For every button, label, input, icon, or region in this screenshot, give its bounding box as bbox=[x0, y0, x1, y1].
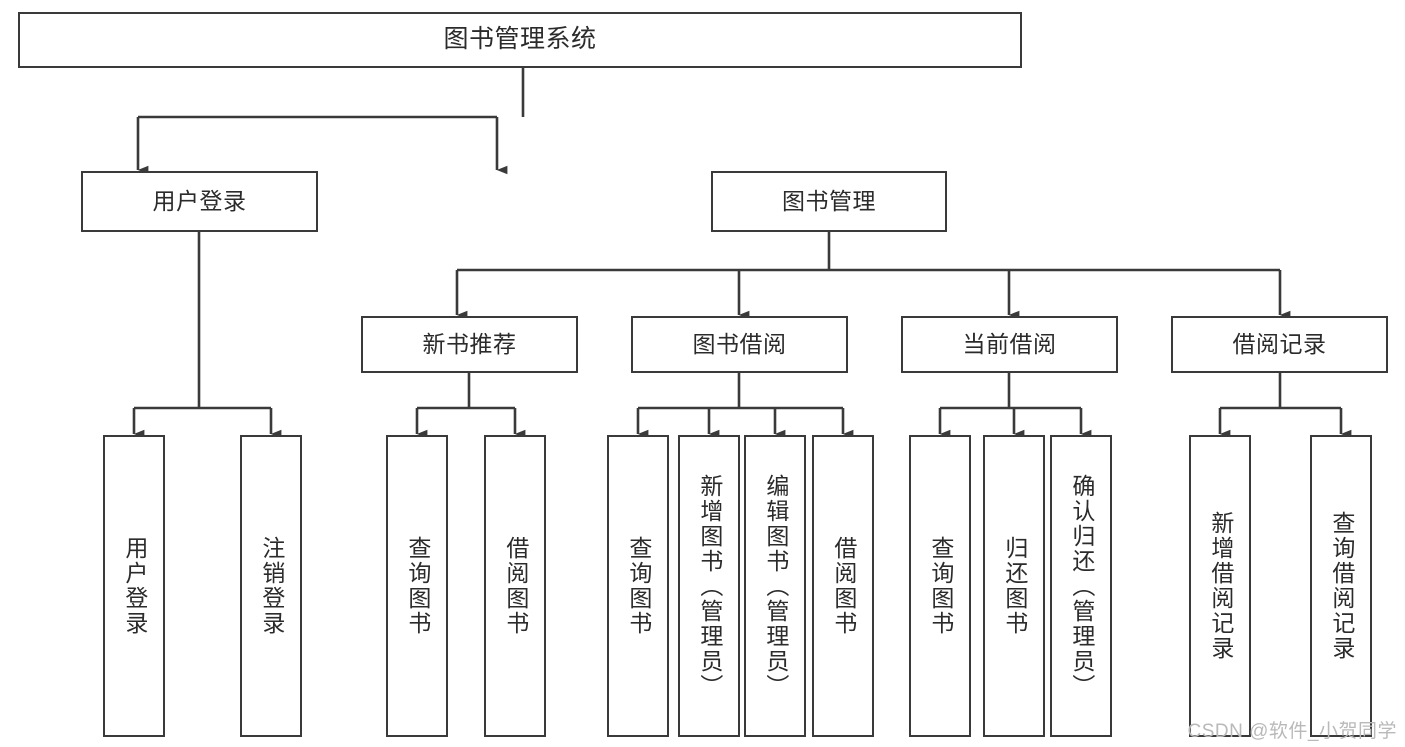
node-label: 图书借阅 bbox=[692, 330, 787, 357]
node-label: 查询图书 bbox=[625, 536, 652, 636]
node-label: 新增图书（管理员） bbox=[696, 473, 723, 699]
node-label: 当前借阅 bbox=[962, 330, 1057, 357]
node-leaf-query-borrow-record[interactable]: 查询借阅记录 bbox=[1310, 435, 1372, 737]
node-leaf-edit-book-admin[interactable]: 编辑图书（管理员） bbox=[744, 435, 806, 737]
node-label: 查询借阅记录 bbox=[1328, 511, 1355, 661]
node-leaf-query-book-recommend[interactable]: 查询图书 bbox=[386, 435, 448, 737]
node-book-borrow[interactable]: 图书借阅 bbox=[631, 316, 848, 373]
node-label: 新书推荐 bbox=[422, 330, 517, 357]
node-leaf-confirm-return-admin[interactable]: 确认归还（管理员） bbox=[1050, 435, 1112, 737]
node-label: 归还图书 bbox=[1001, 536, 1028, 636]
node-leaf-borrow-book[interactable]: 借阅图书 bbox=[812, 435, 874, 737]
watermark: CSDN @软件_小贺同学 bbox=[1187, 721, 1397, 742]
node-label: 借阅图书 bbox=[502, 536, 529, 636]
node-label: 查询图书 bbox=[404, 536, 431, 636]
node-leaf-add-book-admin[interactable]: 新增图书（管理员） bbox=[678, 435, 740, 737]
node-leaf-add-borrow-record[interactable]: 新增借阅记录 bbox=[1189, 435, 1251, 737]
node-label: 图书管理 bbox=[782, 187, 876, 214]
node-label: 借阅图书 bbox=[830, 536, 857, 636]
node-label: 用户登录 bbox=[152, 187, 247, 214]
node-label: 确认归还（管理员） bbox=[1068, 473, 1095, 699]
node-label: 图书管理系统 bbox=[443, 25, 597, 54]
node-leaf-return-book[interactable]: 归还图书 bbox=[983, 435, 1045, 737]
node-leaf-borrow-book-recommend[interactable]: 借阅图书 bbox=[484, 435, 546, 737]
node-label: 编辑图书（管理员） bbox=[762, 473, 789, 699]
node-label: 注销登录 bbox=[258, 536, 285, 636]
node-new-book-recommend[interactable]: 新书推荐 bbox=[361, 316, 578, 373]
node-current-borrow[interactable]: 当前借阅 bbox=[901, 316, 1118, 373]
node-leaf-user-logout[interactable]: 注销登录 bbox=[240, 435, 302, 737]
node-label: 新增借阅记录 bbox=[1207, 511, 1234, 661]
node-book-management[interactable]: 图书管理 bbox=[711, 171, 947, 232]
node-label: 查询图书 bbox=[927, 536, 954, 636]
node-root-system[interactable]: 图书管理系统 bbox=[18, 12, 1022, 68]
node-leaf-user-login[interactable]: 用户登录 bbox=[103, 435, 165, 737]
node-label: 借阅记录 bbox=[1232, 330, 1327, 357]
node-user-login[interactable]: 用户登录 bbox=[81, 171, 318, 232]
node-borrow-record[interactable]: 借阅记录 bbox=[1171, 316, 1388, 373]
node-leaf-query-book-borrow[interactable]: 查询图书 bbox=[607, 435, 669, 737]
node-leaf-query-book-current[interactable]: 查询图书 bbox=[909, 435, 971, 737]
node-label: 用户登录 bbox=[121, 536, 148, 636]
